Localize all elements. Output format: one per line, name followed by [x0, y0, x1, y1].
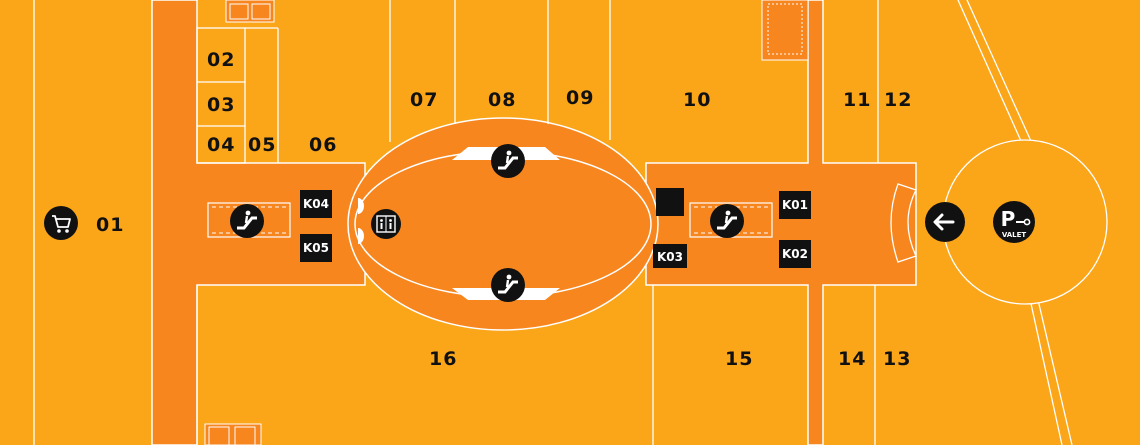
stairs-north-west: [225, 0, 275, 23]
valet-label: VALET: [1002, 231, 1027, 239]
kiosk-k04[interactable]: K04: [300, 190, 332, 218]
escalator-icon[interactable]: [710, 204, 744, 238]
kiosk-k04-label: K04: [303, 197, 329, 211]
escalator-icon[interactable]: [491, 268, 525, 302]
unit-04-label: 04: [207, 134, 235, 156]
kiosk-k03-text: K03: [657, 250, 683, 264]
unit-10-label: 10: [683, 89, 711, 111]
kiosk-k01-label: K01: [782, 198, 808, 212]
stairs-south-west: [204, 423, 262, 445]
unit-14-label: 14: [838, 348, 866, 370]
lift-shafts: [358, 198, 364, 244]
kiosk-k01[interactable]: K01: [779, 191, 811, 219]
entrance-canopy: [890, 183, 917, 263]
unit-05-label: 05: [248, 134, 276, 156]
unit-06-label: 06: [309, 134, 337, 156]
elevator-icon[interactable]: [371, 209, 401, 239]
stairs-north-east: [761, 0, 809, 61]
kiosk-k02-label: K02: [782, 247, 808, 261]
escalator-icon[interactable]: [491, 144, 525, 178]
unit-13-label: 13: [883, 348, 911, 370]
unit-03-label: 03: [207, 94, 235, 116]
kiosk-k03-block: [656, 188, 684, 216]
kiosk-k05-label: K05: [303, 241, 329, 255]
kiosk-k05[interactable]: K05: [300, 234, 332, 262]
unit-08-label: 08: [488, 89, 516, 111]
unit-01-label: 01: [96, 214, 124, 236]
unit-09-label: 09: [566, 87, 594, 109]
shop-outlines: [33, 0, 1073, 445]
unit-11-label: 11: [843, 89, 871, 111]
unit-15-label: 15: [725, 348, 753, 370]
unit-16-label: 16: [429, 348, 457, 370]
unit-labels: 01 02 03 04 05 06 07 08 09 10 11 12 13 1…: [96, 49, 912, 370]
unit-02-label: 02: [207, 49, 235, 71]
unit-07-label: 07: [410, 89, 438, 111]
valet-parking-icon[interactable]: P VALET: [993, 201, 1035, 243]
arrow-left-icon[interactable]: [925, 202, 965, 242]
shopping-cart-icon[interactable]: [44, 206, 78, 240]
east-corridor: [645, 0, 917, 445]
parking-letter: P: [1001, 207, 1016, 231]
escalator-icon[interactable]: [230, 204, 264, 238]
kiosk-k02[interactable]: K02: [779, 240, 811, 268]
unit-12-label: 12: [884, 89, 912, 111]
kiosk-k03-label-bg: [653, 244, 687, 268]
